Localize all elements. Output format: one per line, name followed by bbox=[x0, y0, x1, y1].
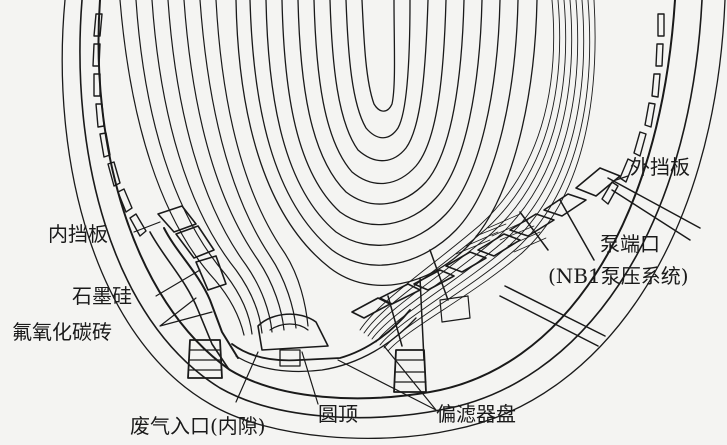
first-wall-tiles-inner bbox=[92, 13, 147, 237]
inner-baffle bbox=[149, 205, 239, 369]
flux-surfaces bbox=[235, 0, 538, 287]
leader-lines bbox=[133, 175, 629, 411]
label-divertor-plate: 偏滤器盘 bbox=[436, 402, 516, 426]
label-graphite-silicon: 石墨硅 bbox=[72, 284, 132, 308]
label-outer-baffle: 外挡板 bbox=[630, 155, 690, 179]
outer-support-structure bbox=[387, 177, 701, 361]
vessel-walls bbox=[61, 0, 726, 439]
label-exhaust-inlet: 废气入口(内隙) bbox=[130, 414, 266, 438]
label-dome: 圆顶 bbox=[318, 402, 358, 426]
label-carbon-brick: 氟氧化碳砖 bbox=[12, 320, 112, 344]
label-pump-port: 泵端口 bbox=[600, 232, 660, 256]
label-inner-baffle: 内挡板 bbox=[48, 222, 108, 246]
divertor-plates bbox=[231, 309, 417, 373]
open-field-lines-inner bbox=[119, 0, 309, 336]
open-field-lines-outer bbox=[359, 0, 596, 352]
label-pump-system: (NB1泵压系统) bbox=[548, 264, 689, 288]
first-wall-tiles-outer bbox=[601, 13, 665, 205]
support-legs bbox=[187, 339, 427, 393]
outer-baffle bbox=[351, 167, 621, 319]
